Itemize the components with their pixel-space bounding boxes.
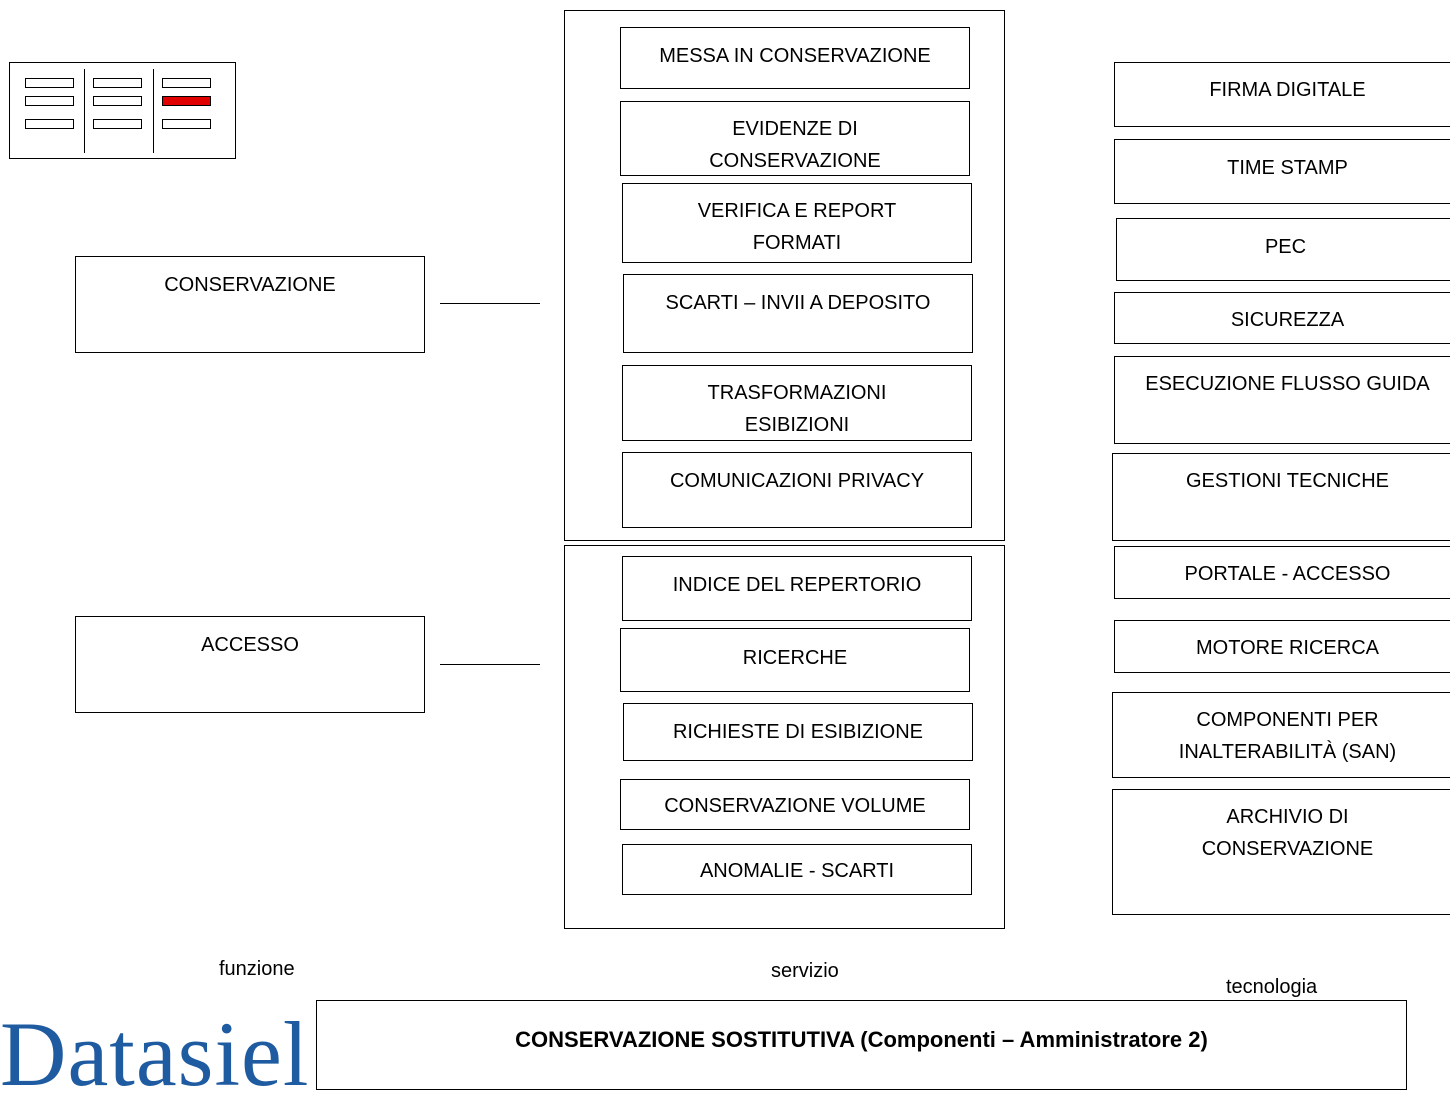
column-label-servizio: servizio	[771, 960, 839, 982]
service-box: SCARTI – INVII A DEPOSITO	[623, 274, 973, 353]
section-nav-icon	[9, 62, 236, 159]
nav-divider	[84, 69, 85, 153]
service-box: CONSERVAZIONE VOLUME	[620, 779, 970, 830]
nav-bar	[162, 119, 211, 129]
connector-line	[440, 303, 540, 304]
technology-label: FIRMA DIGITALE	[1209, 79, 1366, 101]
function-accesso: ACCESSO	[75, 616, 425, 713]
nav-bar-active	[162, 96, 211, 106]
technology-label: PORTALE - ACCESSO	[1184, 563, 1391, 585]
technology-box: GESTIONI TECNICHE	[1112, 453, 1450, 541]
nav-bar	[25, 119, 74, 129]
column-label-funzione: funzione	[219, 958, 295, 980]
technology-label: PEC	[1264, 236, 1307, 258]
page-title: CONSERVAZIONE SOSTITUTIVA (Componenti – …	[515, 1027, 1208, 1052]
service-label: CONSERVAZIONE VOLUME	[664, 795, 926, 817]
service-label: SCARTI – INVII A DEPOSITO	[665, 292, 931, 314]
nav-bar	[93, 119, 142, 129]
nav-divider	[153, 69, 154, 153]
service-label: EVIDENZE DI CONSERVAZIONE	[709, 118, 881, 172]
technology-label: SICUREZZA	[1230, 309, 1345, 331]
nav-bar	[25, 78, 74, 88]
technology-label: ARCHIVIO DI CONSERVAZIONE	[1201, 806, 1374, 860]
service-box: TRASFORMAZIONI ESIBIZIONI	[622, 365, 972, 441]
service-label: RICHIESTE DI ESIBIZIONE	[672, 721, 924, 743]
nav-bar	[162, 78, 211, 88]
function-label: CONSERVAZIONE	[164, 274, 336, 296]
column-label-tecnologia: tecnologia	[1226, 976, 1318, 998]
service-label: RICERCHE	[742, 647, 848, 669]
service-box: INDICE DEL REPERTORIO	[622, 556, 972, 621]
service-label: TRASFORMAZIONI ESIBIZIONI	[707, 382, 887, 436]
service-box: EVIDENZE DI CONSERVAZIONE	[620, 101, 970, 176]
service-group-accesso	[564, 545, 1005, 929]
technology-box: FIRMA DIGITALE	[1114, 62, 1450, 127]
service-label: MESSA IN CONSERVAZIONE	[659, 45, 931, 67]
service-box: COMUNICAZIONI PRIVACY	[622, 452, 972, 528]
service-box: VERIFICA E REPORT FORMATI	[622, 183, 972, 263]
function-label: ACCESSO	[201, 634, 299, 656]
nav-bar	[25, 96, 74, 106]
technology-box: PORTALE - ACCESSO	[1114, 546, 1450, 599]
technology-label: COMPONENTI PER INALTERABILITÀ (SAN)	[1178, 709, 1397, 763]
service-label: COMUNICAZIONI PRIVACY	[669, 470, 925, 492]
technology-box: COMPONENTI PER INALTERABILITÀ (SAN)	[1112, 692, 1450, 778]
nav-bar	[93, 78, 142, 88]
technology-box: ESECUZIONE FLUSSO GUIDA	[1114, 356, 1450, 444]
technology-label: MOTORE RICERCA	[1196, 637, 1379, 659]
service-box: ANOMALIE - SCARTI	[622, 844, 972, 895]
connector-line	[440, 664, 540, 665]
technology-box: PEC	[1116, 218, 1450, 281]
service-box: RICHIESTE DI ESIBIZIONE	[623, 703, 973, 761]
title-box: CONSERVAZIONE SOSTITUTIVA (Componenti – …	[316, 1000, 1407, 1090]
service-label: INDICE DEL REPERTORIO	[672, 574, 922, 596]
technology-box: TIME STAMP	[1114, 139, 1450, 204]
service-box: MESSA IN CONSERVAZIONE	[620, 27, 970, 89]
technology-label: TIME STAMP	[1227, 157, 1348, 179]
service-box: RICERCHE	[620, 628, 970, 692]
datasiel-logo: Datasiel	[0, 1003, 310, 1105]
service-label: ANOMALIE - SCARTI	[699, 860, 895, 882]
technology-box: MOTORE RICERCA	[1114, 620, 1450, 673]
function-conservazione: CONSERVAZIONE	[75, 256, 425, 353]
service-group-conservazione	[564, 10, 1005, 541]
service-label: VERIFICA E REPORT FORMATI	[697, 200, 897, 254]
technology-label: GESTIONI TECNICHE	[1186, 470, 1389, 492]
technology-label: ESECUZIONE FLUSSO GUIDA	[1145, 373, 1430, 395]
nav-bar	[93, 96, 142, 106]
technology-box: ARCHIVIO DI CONSERVAZIONE	[1112, 789, 1450, 915]
technology-box: SICUREZZA	[1114, 292, 1450, 344]
